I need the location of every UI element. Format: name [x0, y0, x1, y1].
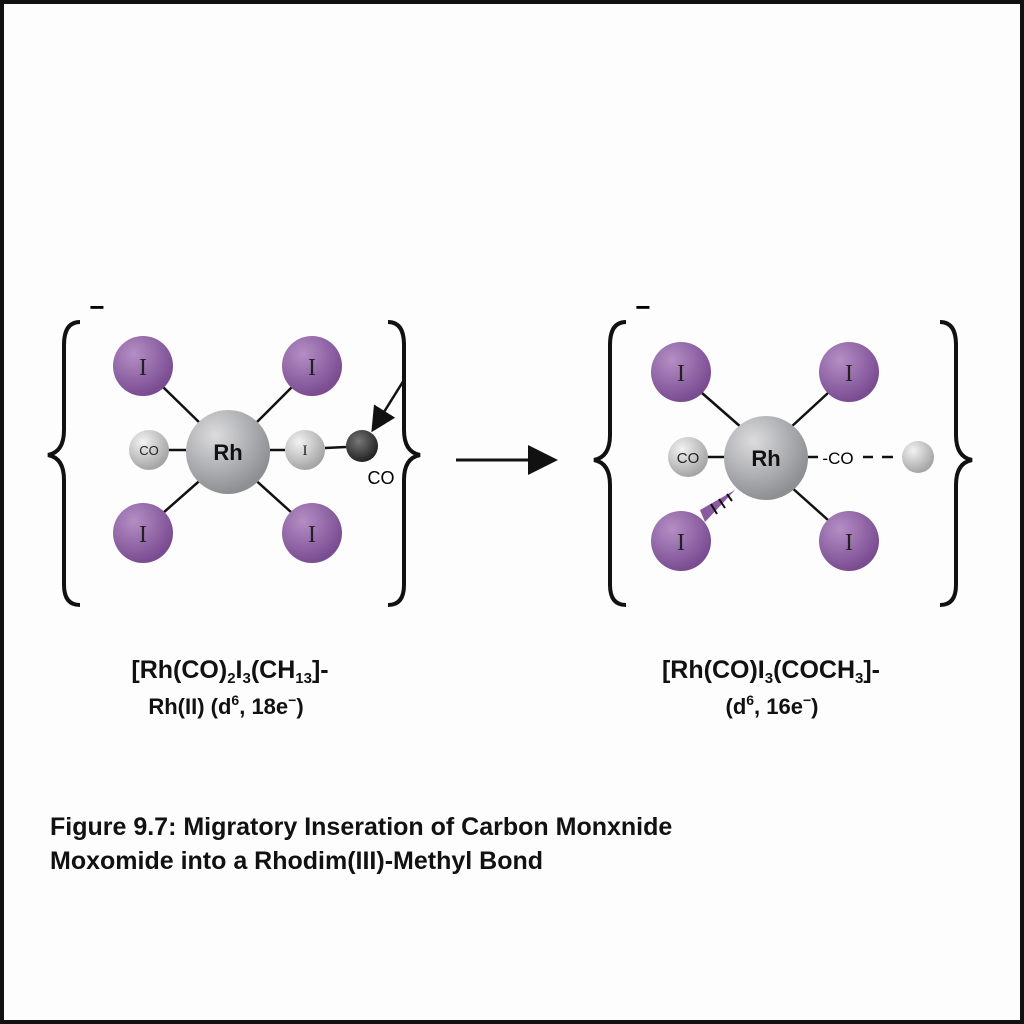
- iodine-atom: I: [282, 503, 342, 563]
- svg-text:I: I: [845, 361, 853, 387]
- migrating-co-label: CO: [368, 468, 395, 488]
- figure-caption: Figure 9.7: Migratory Inseration of Carb…: [50, 810, 672, 878]
- svg-text:I: I: [308, 522, 316, 548]
- rhodium-atom: Rh: [186, 410, 270, 494]
- right-complex: − I I I I CO Rh -CO: [593, 292, 973, 607]
- hashed-wedge-bond: [700, 490, 735, 522]
- svg-text:I: I: [677, 530, 685, 556]
- svg-text:I: I: [677, 361, 685, 387]
- svg-text:Rh: Rh: [213, 440, 242, 465]
- svg-text:I: I: [303, 443, 308, 459]
- methyl-atom: [902, 441, 934, 473]
- left-brace-close: [387, 320, 421, 607]
- iodine-atom: I: [819, 511, 879, 571]
- svg-text:CO: CO: [139, 443, 159, 458]
- charge-sign: −: [635, 292, 650, 322]
- migration-arrow: [371, 379, 406, 433]
- svg-text:I: I: [845, 530, 853, 556]
- iodine-atom: I: [282, 336, 342, 396]
- right-brace-open: [593, 320, 627, 607]
- right-electron-config: (d6, 16e−): [725, 692, 819, 719]
- charge-sign: −: [89, 292, 104, 322]
- right-brace-close: [939, 320, 973, 607]
- left-formula: [Rh(CO)2I3(CH13]-: [131, 656, 329, 687]
- right-formula: [Rh(CO)I3(COCH3]-: [661, 656, 881, 687]
- rhodium-atom: Rh: [724, 416, 808, 500]
- iodine-atom: I: [651, 342, 711, 402]
- iodine-atom: I: [113, 336, 173, 396]
- co-ligand-atom: CO: [129, 430, 169, 470]
- axial-iodine-atom: I: [285, 430, 325, 470]
- svg-text:CO: CO: [677, 450, 700, 467]
- svg-text:I: I: [139, 355, 147, 381]
- acyl-co-label: -CO: [822, 449, 853, 468]
- caption-line-1: Figure 9.7: Migratory Inseration of Carb…: [50, 813, 673, 841]
- iodine-atom: I: [651, 511, 711, 571]
- left-complex: − I I I I CO Rh I CO: [47, 292, 421, 607]
- svg-text:Rh: Rh: [751, 446, 780, 471]
- migrating-carbon-atom: [346, 430, 378, 462]
- left-electron-config: Rh(II) (d6, 18e−): [148, 692, 304, 719]
- svg-text:I: I: [308, 355, 316, 381]
- reaction-diagram: − I I I I CO Rh I CO − I I I: [47, 292, 973, 607]
- left-brace-open: [47, 320, 81, 607]
- caption-line-2: Moxomide into a Rhodim(III)-Methyl Bond: [50, 847, 544, 875]
- co-ligand-atom: CO: [668, 437, 708, 477]
- svg-text:I: I: [139, 522, 147, 548]
- iodine-atom: I: [819, 342, 879, 402]
- iodine-atom: I: [113, 503, 173, 563]
